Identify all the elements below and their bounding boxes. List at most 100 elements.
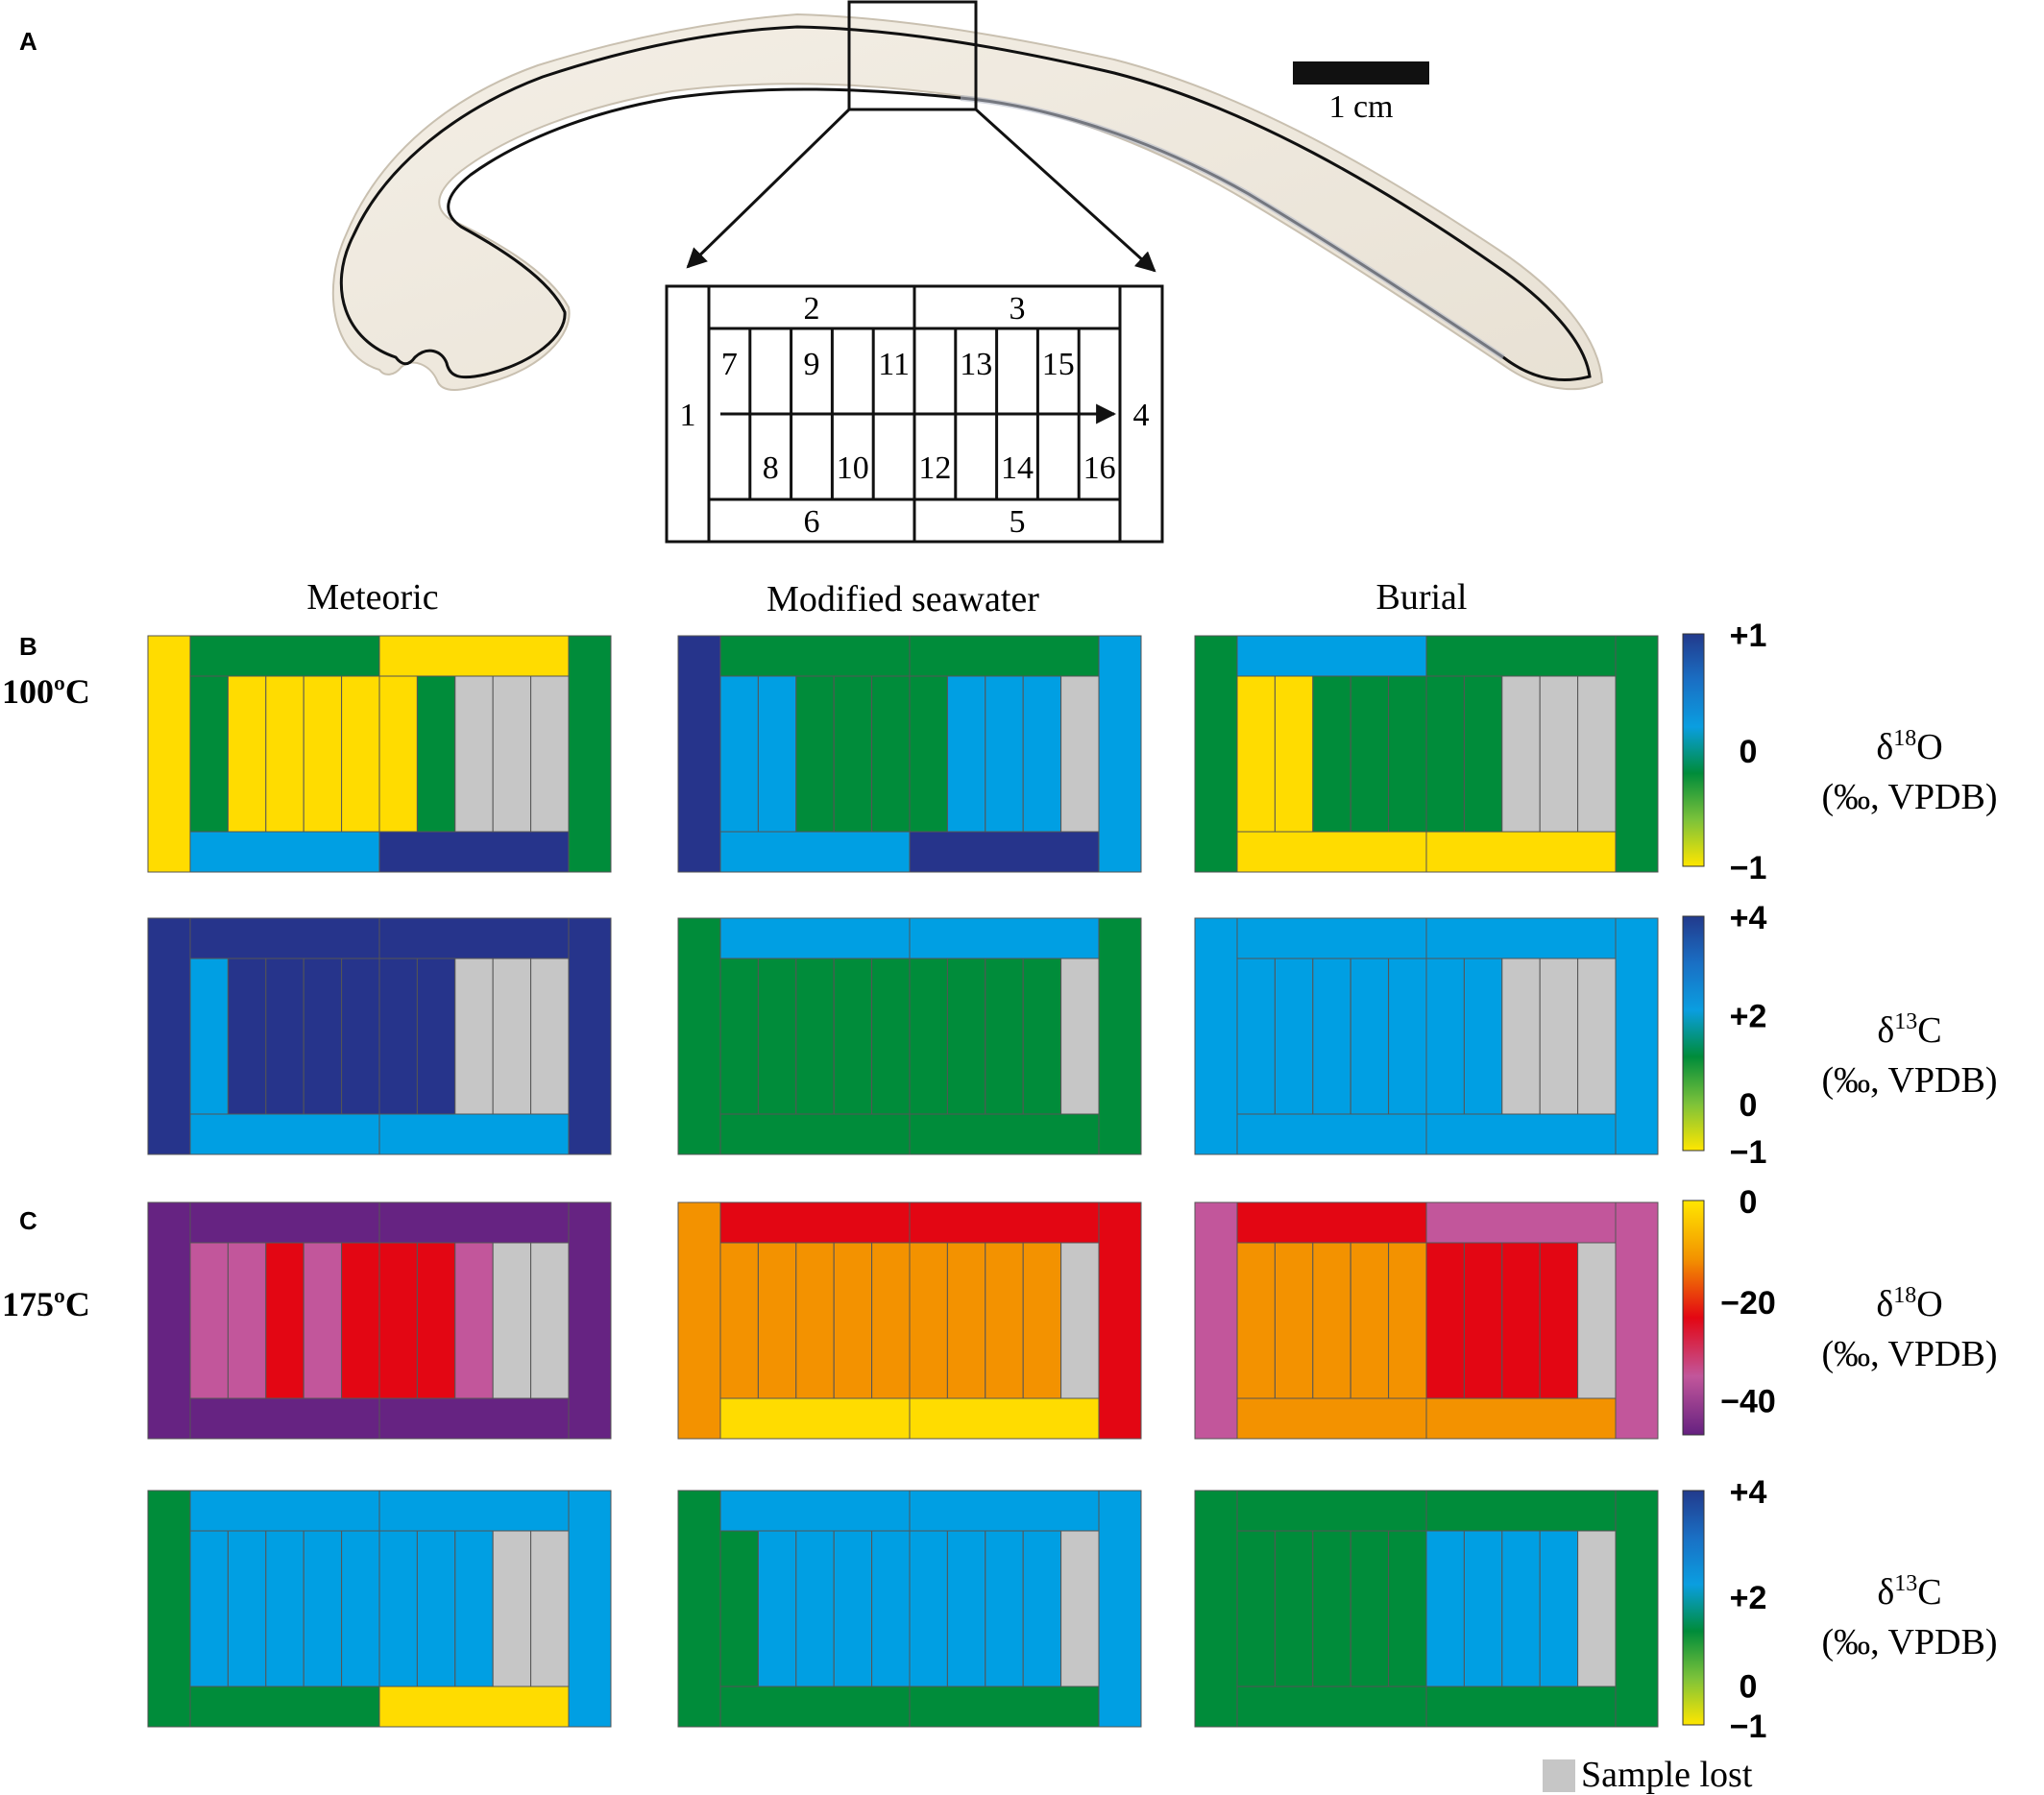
sample-8 [757,1530,797,1687]
sample-15 [1022,1242,1062,1399]
sample-12 [378,675,418,833]
schematic-number-12: 12 [918,450,951,486]
sample-8 [1274,675,1314,833]
sample-1 [147,1201,191,1440]
schematic-number-8: 8 [763,450,779,486]
temperature-175: 175ºC [2,1285,90,1323]
row-label-d18o-100: δ18O [1876,726,1942,767]
map-d13c-175-modified-seawater [677,1490,1142,1728]
sample-7 [719,958,759,1115]
sample-2 [719,635,911,677]
column-header-meteoric: Meteoric [306,577,438,618]
sample-2 [719,1201,911,1244]
schematic-number-10: 10 [837,450,869,486]
sample-14 [454,1242,494,1399]
sample-2 [1236,917,1427,959]
sample-3 [1425,635,1617,677]
row-units-d18o-175: (‰, VPDB) [1822,1334,1998,1374]
bone-specimen [331,12,1604,391]
sample-1 [147,917,191,1155]
legend-label: Sample lost [1581,1755,1753,1795]
sample-2 [1236,635,1427,677]
sample-5 [378,1686,570,1728]
sample-4 [1098,635,1142,873]
sample-15 [1539,1530,1579,1687]
colorbar-tick-label: −1 [1730,1134,1767,1171]
scale-bar-label: 1 cm [1328,89,1393,125]
sample-5 [378,1113,570,1155]
colorbar-tick-label: +2 [1730,998,1767,1034]
colorbars: +10−1+4+20−10−20−40+4+20−1 [1682,618,1776,1745]
sample-13 [1463,958,1503,1115]
column-headers: Meteoric Modified seawater Burial [306,577,1467,619]
schematic-number-4: 4 [1133,398,1150,433]
sample-1 [1194,917,1238,1155]
map-d18o-175-modified-seawater [677,1201,1142,1440]
sample-14 [1501,958,1541,1115]
sample-10 [303,958,343,1115]
legend-swatch [1543,1759,1575,1792]
sample-12 [378,958,418,1115]
sample-16 [1577,1242,1617,1399]
zoom-arrow-right [974,108,1156,273]
sample-6 [1236,1686,1427,1728]
sample-8 [227,675,267,833]
sample-2 [1236,1490,1427,1532]
sample-15 [1022,675,1062,833]
sample-8 [1274,1242,1314,1399]
column-header-burial: Burial [1376,577,1468,618]
sample-15 [1022,1530,1062,1687]
sample-4 [568,917,612,1155]
sample-13 [946,1242,986,1399]
sample-16 [1060,958,1100,1115]
map-d18o-100-meteoric [147,635,612,873]
sample-15 [1539,675,1579,833]
legend-sample-lost: Sample lost [1543,1755,1753,1795]
sample-16 [530,958,570,1115]
sample-14 [454,958,494,1115]
sample-9 [1312,1530,1351,1687]
sample-2 [719,917,911,959]
colorbar-tick-label: +1 [1730,618,1767,654]
sample-16 [1577,675,1617,833]
sample-7 [719,1530,759,1687]
sample-4 [1615,635,1659,873]
sample-14 [454,675,494,833]
schematic-number-9: 9 [804,347,820,382]
sample-9 [1312,958,1351,1115]
sample-8 [1274,1530,1314,1687]
sample-5 [1425,1686,1617,1728]
schematic-number-6: 6 [804,504,820,540]
sample-3 [909,917,1100,959]
schematic-number-16: 16 [1083,450,1116,486]
sample-10 [833,675,873,833]
sample-13 [946,1530,986,1687]
schematic-number-1: 1 [680,398,696,433]
schematic-number-13: 13 [960,347,992,382]
sample-13 [1463,675,1503,833]
sample-16 [1060,675,1100,833]
sample-9 [265,675,304,833]
sample-11 [341,1242,380,1399]
sample-11 [341,958,380,1115]
sample-12 [378,1530,418,1687]
map-d18o-175-meteoric [147,1201,612,1440]
sample-1 [1194,1490,1238,1728]
schematic-number-5: 5 [1010,504,1026,540]
sample-2 [189,1490,380,1532]
sample-1 [677,1201,721,1440]
sample-5 [909,1113,1100,1155]
schematic-number-15: 15 [1042,347,1075,382]
sample-3 [378,1490,570,1532]
sample-8 [757,675,797,833]
sample-2 [189,1201,380,1244]
sample-3 [378,1201,570,1244]
sample-9 [265,1242,304,1399]
sample-15 [1539,1242,1579,1399]
sample-5 [1425,1113,1617,1155]
sample-8 [757,958,797,1115]
sample-13 [416,958,456,1115]
colorbar-d13c-100 [1682,915,1705,1152]
sample-8 [227,1530,267,1687]
